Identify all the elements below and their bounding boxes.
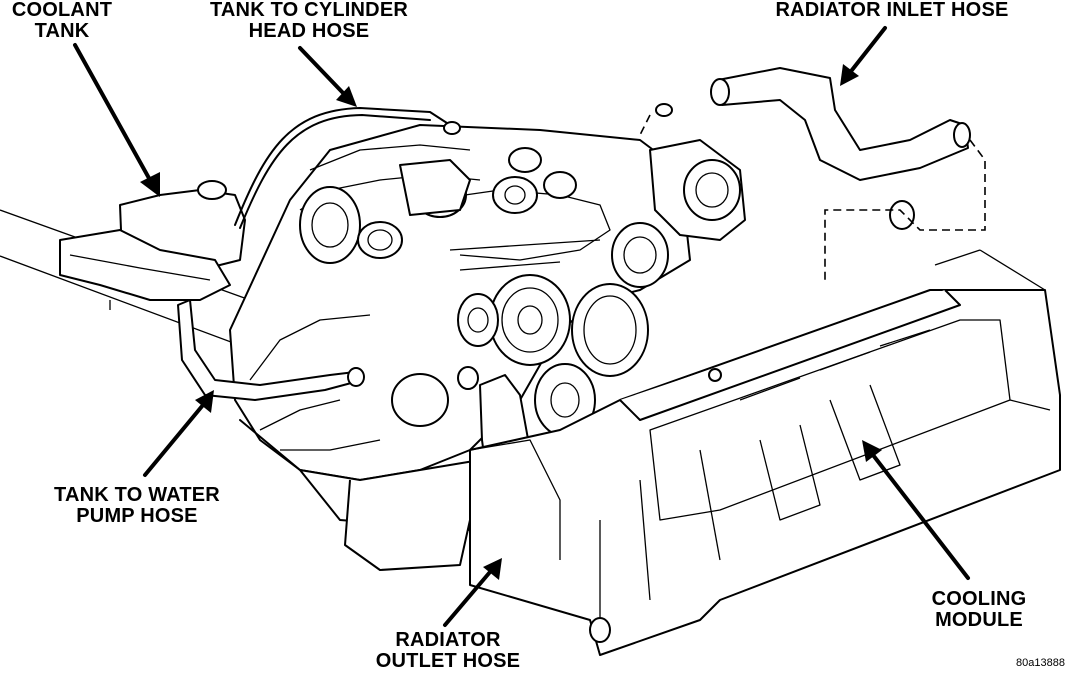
label-pump-hose-line1: TANK TO WATER bbox=[54, 484, 220, 506]
arrow-cooling-module bbox=[871, 453, 970, 580]
callout-arrows bbox=[73, 26, 970, 627]
label-cooling-module-line2: MODULE bbox=[935, 609, 1023, 631]
cooling-module bbox=[469, 249, 1061, 656]
tank-to-cylinder-head-hose-edge bbox=[239, 114, 431, 229]
label-coolant-tank-line2: TANK bbox=[34, 20, 90, 42]
label-head-hose-line1: TANK TO CYLINDER bbox=[209, 0, 408, 21]
arrowhead-coolant-tank bbox=[140, 172, 160, 197]
inlet-dash-engine bbox=[639, 114, 651, 136]
label-coolant-tank: COOLANT TANK bbox=[0, 0, 124, 42]
arrowhead-inlet-hose bbox=[840, 64, 859, 86]
arrowhead-outlet-hose bbox=[483, 558, 502, 580]
arrow-inlet-hose bbox=[850, 26, 887, 72]
arrowhead-head-hose bbox=[336, 86, 357, 107]
pump-hose-clamp bbox=[347, 367, 365, 387]
arrow-pump-hose bbox=[143, 403, 205, 477]
label-cooling-module-line1: COOLING bbox=[931, 588, 1027, 610]
pulleys bbox=[391, 222, 669, 437]
label-outlet-hose-line2: OUTLET HOSE bbox=[375, 650, 521, 672]
arrow-coolant-tank bbox=[73, 43, 152, 182]
radiator-inlet-hose bbox=[655, 67, 971, 230]
outlet-hose-clamp bbox=[457, 366, 479, 390]
tank-to-cylinder-head-hose bbox=[234, 107, 451, 226]
head-hose-clamp bbox=[443, 121, 461, 135]
coolant-tank bbox=[59, 180, 246, 310]
label-inlet-hose-line1: RADIATOR INLET HOSE bbox=[775, 0, 1009, 21]
arrow-head-hose bbox=[298, 46, 347, 97]
arrowhead-cooling-module bbox=[862, 440, 882, 462]
label-radiator-outlet-hose: RADIATOR OUTLET HOSE bbox=[360, 630, 536, 672]
arrow-outlet-hose bbox=[443, 570, 492, 627]
label-outlet-hose-line1: RADIATOR bbox=[395, 629, 501, 651]
arrowhead-pump-hose bbox=[195, 390, 214, 413]
label-pump-hose-line2: PUMP HOSE bbox=[76, 505, 198, 527]
thermostat-housing bbox=[649, 139, 746, 241]
label-tank-to-cylinder-head-hose: TANK TO CYLINDER HEAD HOSE bbox=[196, 0, 422, 42]
cylinder-head bbox=[299, 147, 601, 271]
label-cooling-module: COOLING MODULE bbox=[910, 589, 1048, 631]
label-tank-to-water-pump-hose: TANK TO WATER PUMP HOSE bbox=[26, 485, 248, 527]
label-coolant-tank-line1: COOLANT bbox=[11, 0, 113, 21]
label-radiator-inlet-hose: RADIATOR INLET HOSE bbox=[760, 0, 1024, 21]
figure-reference-number: 80a13888 bbox=[1016, 657, 1065, 669]
inlet-dash-radiator bbox=[824, 139, 986, 280]
label-head-hose-line2: HEAD HOSE bbox=[248, 20, 370, 42]
